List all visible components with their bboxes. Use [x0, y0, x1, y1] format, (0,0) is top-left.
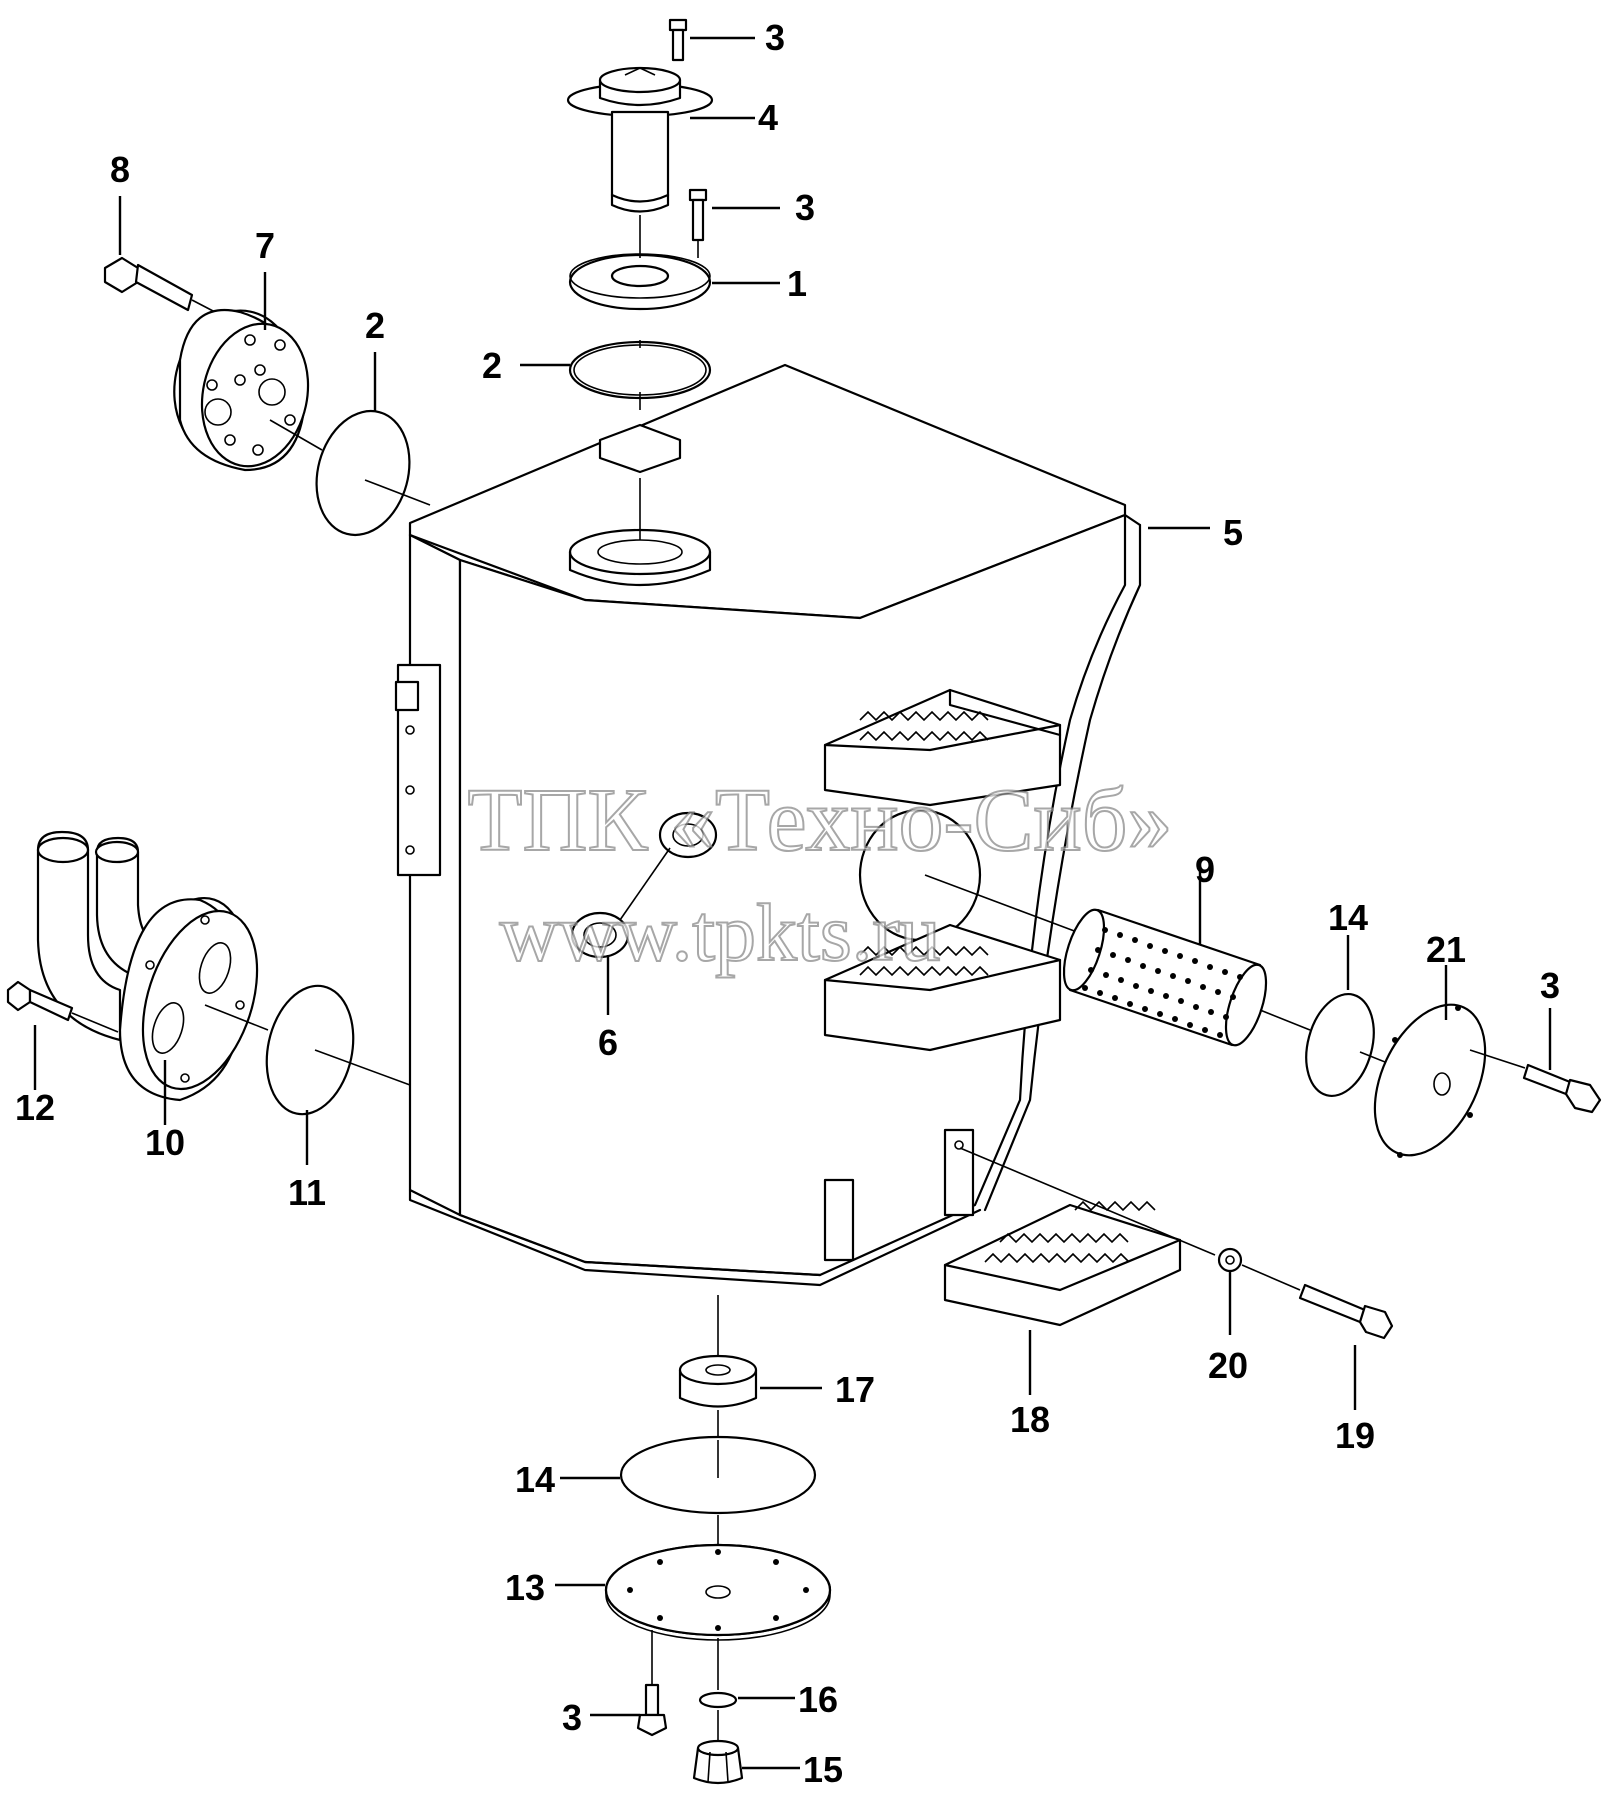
suction-elbow-10: [36, 830, 259, 1102]
callout-21: 21: [1426, 929, 1466, 970]
callout-7: 7: [255, 225, 275, 266]
bottom-cover-13: [604, 1543, 832, 1641]
bolt-3-second: [688, 188, 708, 242]
washer-20: [1217, 1247, 1243, 1273]
callout-5: 5: [1223, 512, 1243, 553]
boss-17: [678, 1354, 758, 1408]
callout-16: 16: [798, 1679, 838, 1720]
suction-strainer-9: [1062, 908, 1268, 1047]
gasket-2-left: [315, 409, 411, 537]
callout-11: 11: [288, 1172, 326, 1213]
gasket-11: [265, 984, 355, 1116]
callout-4: 4: [758, 97, 778, 138]
callout-3-bottom: 3: [562, 1697, 582, 1738]
callout-15: 15: [803, 1749, 843, 1790]
callout-18: 18: [1010, 1399, 1050, 1440]
gasket-14-side: [1305, 992, 1375, 1098]
filler-breather-4: [566, 66, 714, 213]
bolt-3-bottom: [636, 1683, 668, 1737]
bolt-12: [6, 980, 74, 1022]
callout-17: 17: [835, 1369, 875, 1410]
seal-ring-16: [698, 1691, 738, 1709]
callout-12: 12: [15, 1087, 55, 1128]
callout-2-top: 2: [482, 345, 502, 386]
cover-plate-21: [1373, 1003, 1487, 1158]
callout-20: 20: [1208, 1345, 1248, 1386]
watermark-company: ТПК «Техно-Сиб»: [468, 771, 1173, 870]
callout-3-top: 3: [765, 17, 785, 58]
callout-19: 19: [1335, 1415, 1375, 1456]
callout-3-second: 3: [795, 187, 815, 228]
callout-10: 10: [145, 1122, 185, 1163]
cover-plate-1: [568, 253, 712, 311]
bolt-3-right: [1522, 1063, 1602, 1114]
callout-13: 13: [505, 1567, 545, 1608]
gasket-2-top: [568, 340, 712, 400]
callout-14-side: 14: [1328, 897, 1368, 938]
callout-1: 1: [787, 263, 807, 304]
upper-step: [823, 688, 1062, 807]
step-18: [943, 1200, 1182, 1327]
hydraulic-tank: [394, 363, 1142, 1287]
drain-plug-15: [692, 1739, 744, 1785]
bolt-19: [1298, 1283, 1394, 1340]
callout-14-bottom: 14: [515, 1459, 555, 1500]
callout-6: 6: [598, 1022, 618, 1063]
lower-step: [823, 923, 1062, 1052]
flange-plate-7: [173, 308, 310, 472]
callout-3-right: 3: [1540, 965, 1560, 1006]
plug-6: [570, 911, 630, 959]
callout-9: 9: [1195, 849, 1215, 890]
bolt-8: [103, 256, 194, 312]
bolt-top-3: [668, 18, 688, 62]
callout-8: 8: [110, 149, 130, 190]
callout-2-left: 2: [365, 305, 385, 346]
watermark-url: www.tpkts.ru: [499, 887, 940, 978]
